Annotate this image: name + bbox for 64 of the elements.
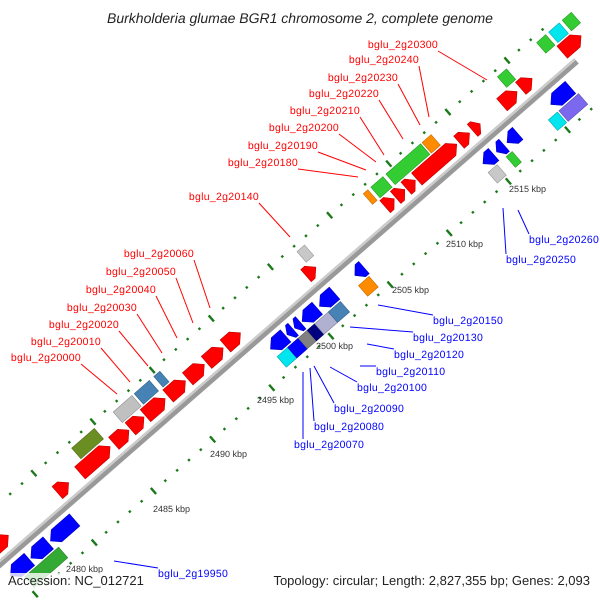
leader-line [258,202,290,238]
scale-tick-label: 2510 kbp [446,238,484,250]
gene-label: bglu_2g20010 [30,336,101,348]
gene-label: bglu_2g20070 [294,439,364,451]
leader-line [338,134,376,162]
gene-label: bglu_2g20260 [529,234,600,246]
gene-label: bglu_2g20110 [376,366,446,378]
leader-line [378,304,434,316]
gene-label: bglu_2g20210 [290,105,360,117]
title: Burkholderia glumae BGR1 chromosome 2, complete genome [106,10,494,26]
accession-text: Accession: NC_012721 [8,573,144,588]
leader-line [302,372,304,440]
gene-label: bglu_2g20230 [328,72,398,84]
leader-line [194,260,210,308]
leader-line [518,210,530,234]
scale-tick-label: 2480 kbp [66,563,104,575]
gene-label: bglu_2g20000 [10,352,81,364]
scale-tick-label: 2500 kbp [316,340,354,352]
leader-line [350,326,414,332]
scale-tick-label: 2490 kbp [210,448,248,460]
leader-line [398,84,420,126]
genome-info-text: Topology: circular; Length: 2,827,355 bp; Genes: 2,093 [273,573,590,588]
gene-label: bglu_2g20220 [308,88,379,100]
gene-label: bglu_2g20180 [228,157,298,169]
leader-line [80,364,118,394]
gene-label: bglu_2g20120 [394,349,464,361]
leader-line [298,168,358,178]
gene-label: bglu_2g20130 [413,332,484,344]
leader-line [360,116,384,156]
gene-label: bglu_2g20080 [314,421,384,433]
leader-line [100,348,130,382]
gene-label: bglu_2g20020 [48,319,119,331]
scale-tick-label: 2485 kbp [153,503,190,515]
leader-line [118,330,148,366]
gene-label: bglu_2g20060 [124,248,194,260]
gene-label: bglu_2g20050 [106,266,176,278]
gene-label: bglu_2g20090 [334,403,404,415]
gene-label: bglu_2g20250 [506,254,576,266]
leader-line [438,50,488,80]
gene-label: bglu_2g20200 [268,122,339,134]
gene-label: bglu_2g20140 [188,191,259,203]
gene-label: bglu_2g20040 [86,284,156,296]
leader-line [418,66,430,118]
scale-tick-label: 2515 kbp [509,183,546,195]
leader-line [314,366,334,404]
leader-line [366,344,394,350]
scale-tick-label: 2505 kbp [392,284,430,296]
leader-line [502,208,506,254]
leader-line [136,314,162,354]
leader-line [378,100,404,140]
gene-label: bglu_2g20190 [248,140,318,152]
leader-line [156,296,178,338]
leader-line [318,152,366,170]
gene-label: bglu_2g19950 [158,568,228,580]
leader-line [176,278,194,324]
leader-line [330,366,358,382]
gene-label: bglu_2g20150 [433,315,504,327]
leader-line [310,368,314,422]
gene-label: bglu_2g20240 [348,54,419,66]
gene-label: bglu_2g20100 [357,382,428,394]
leader-line [114,560,158,568]
gene-label: bglu_2g20030 [66,302,137,314]
scale-tick-label: 2495 kbp [257,394,294,406]
gene-label: bglu_2g20300 [368,39,438,51]
